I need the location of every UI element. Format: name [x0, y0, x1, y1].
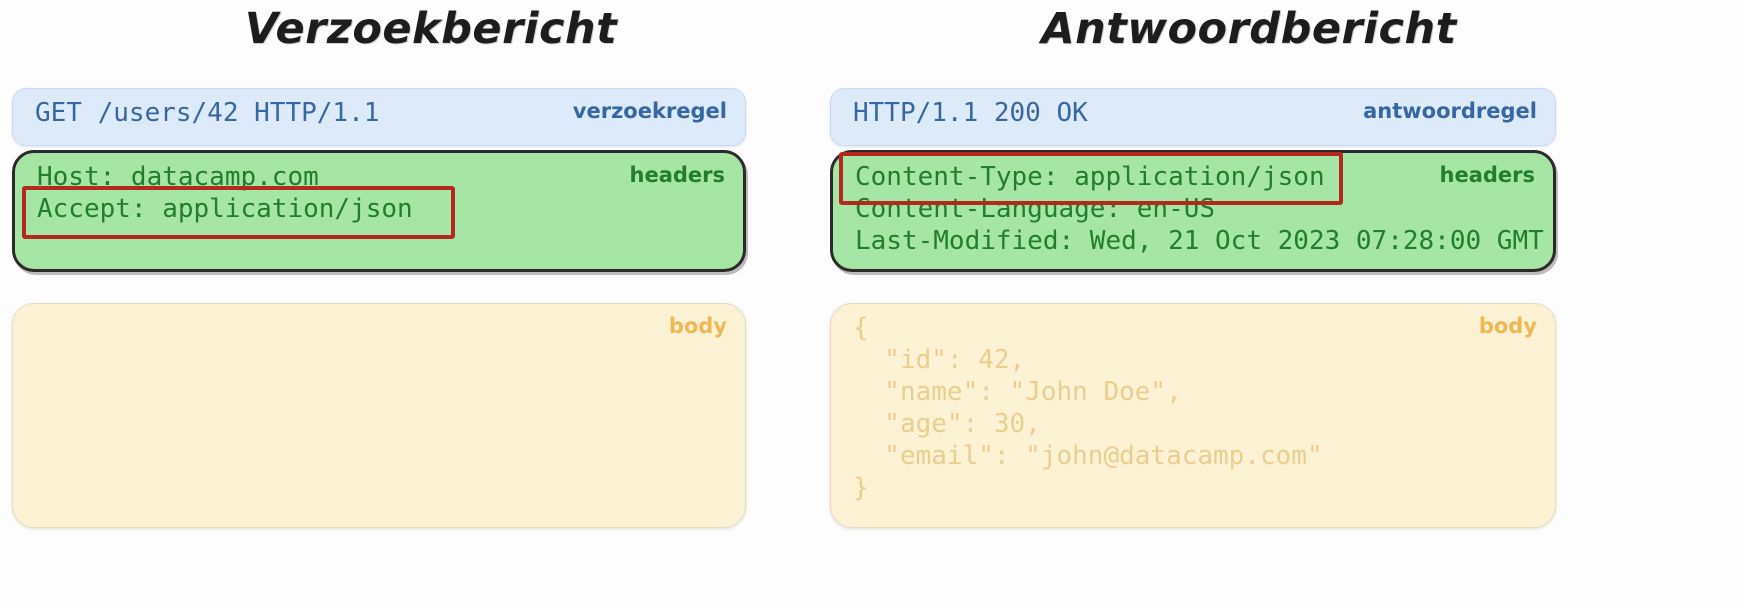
response-body-label: body	[1478, 314, 1537, 338]
request-headers-text: Host: datacamp.com Accept: application/j…	[37, 162, 413, 224]
request-body-box: body	[12, 303, 746, 528]
request-headers-label: headers	[629, 163, 726, 187]
request-column: Verzoekbericht GET /users/42 HTTP/1.1 ve…	[12, 0, 850, 608]
response-panel-title: Antwoordbericht	[1041, 4, 1457, 54]
response-headers-label: headers	[1439, 163, 1536, 187]
response-column: Antwoordbericht HTTP/1.1 200 OK antwoord…	[830, 0, 1668, 608]
status-line-text: HTTP/1.1 200 OK	[853, 98, 1088, 128]
response-headers-box: Content-Type: application/json Content-L…	[830, 150, 1556, 272]
response-headers-text: Content-Type: application/json Content-L…	[855, 162, 1544, 256]
request-body-label: body	[668, 314, 727, 338]
request-panel-title: Verzoekbericht	[244, 4, 618, 54]
request-line-box: GET /users/42 HTTP/1.1 verzoekregel	[12, 88, 746, 146]
status-line-label: antwoordregel	[1363, 99, 1537, 123]
request-headers-box: Host: datacamp.com Accept: application/j…	[12, 150, 746, 272]
status-line-box: HTTP/1.1 200 OK antwoordregel	[830, 88, 1556, 146]
request-line-label: verzoekregel	[572, 99, 727, 123]
response-body-box: { "id": 42, "name": "John Doe", "age": 3…	[830, 303, 1556, 528]
response-body-text: { "id": 42, "name": "John Doe", "age": 3…	[853, 313, 1323, 503]
request-line-text: GET /users/42 HTTP/1.1	[35, 98, 380, 128]
